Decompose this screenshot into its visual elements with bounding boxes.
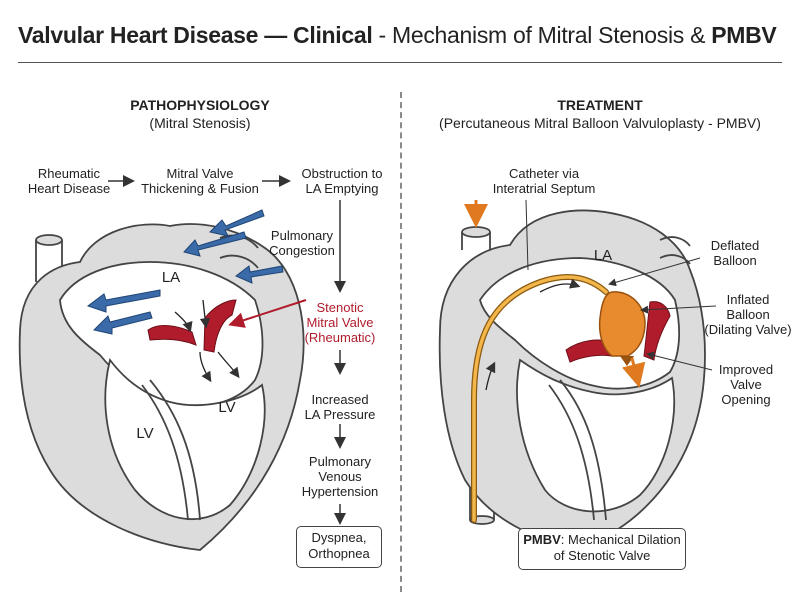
pmbv-summary-text: : Mechanical Dilation of Stenotic Valve: [553, 532, 681, 563]
left-heading: PATHOPHYSIOLOGY (Mitral Stenosis): [80, 96, 320, 132]
catheter-up-arrow: [485, 361, 496, 391]
pulmonary-congestion-label: Pulmonary Congestion: [269, 228, 335, 258]
panel-divider: [400, 92, 402, 592]
la-label-right: LA: [593, 247, 613, 264]
inflated-balloon-leader: [640, 305, 717, 314]
deflated-balloon-leader: [608, 257, 701, 287]
flow-step-rheumatic: Rheumatic Heart Disease: [27, 166, 111, 196]
balloon-tip: [620, 356, 634, 366]
catheter: [472, 275, 608, 522]
right-heading-title: TREATMENT: [557, 97, 643, 113]
left-heading-subtitle: (Mitral Stenosis): [149, 115, 251, 131]
catheter-path-arrow: [539, 278, 581, 293]
pmbv-summary-box: PMBV: Mechanical Dilation of Stenotic Va…: [518, 528, 686, 570]
right-heading-subtitle: (Percutaneous Mitral Balloon Valvuloplas…: [439, 115, 761, 131]
left-heading-title: PATHOPHYSIOLOGY: [130, 97, 270, 113]
pulmonary-congestion-arrows: [86, 209, 284, 335]
pmbv-leaflet-right: [643, 301, 671, 361]
catheter-leader: [525, 199, 529, 271]
pmbv-summary-bold: PMBV: [523, 532, 561, 547]
title-rule: [18, 62, 782, 63]
flow-through-valve-3: [199, 351, 212, 383]
flow-through-valve-1: [174, 311, 193, 333]
flow-through-valve-2: [199, 299, 211, 329]
catheter-label: Catheter via Interatrial Septum: [492, 166, 596, 196]
stenotic-valve-pointer: [228, 299, 307, 328]
lv-label-left: LV: [218, 399, 236, 416]
title-main: Valvular Heart Disease — Clinical: [18, 22, 373, 48]
right-heading: TREATMENT (Percutaneous Mitral Balloon V…: [410, 96, 790, 132]
flow-step-thickening: Mitral Valve Thickening & Fusion: [141, 166, 259, 196]
improved-opening-leader: [646, 351, 713, 371]
deflated-balloon-label: Deflated Balloon: [710, 238, 760, 268]
symptoms-box: Dyspnea, Orthopnea: [296, 526, 382, 568]
stenotic-valve-label: Stenotic Mitral Valve (Rheumatic): [304, 300, 376, 345]
page-title: Valvular Heart Disease — Clinical - Mech…: [18, 22, 782, 54]
flow-step-obstruction: Obstruction to LA Emptying: [301, 166, 383, 196]
improved-opening-label: Improved Valve Opening: [718, 362, 774, 407]
lv-label-left-2: LV: [136, 425, 154, 442]
increased-pressure-label: Increased LA Pressure: [304, 392, 376, 422]
la-label-left: LA: [161, 269, 181, 286]
flow-through-valve-4: [217, 351, 240, 379]
inflated-balloon-label: Inflated Balloon (Dilating Valve): [704, 292, 792, 337]
balloon-direction-arrow: [621, 357, 646, 388]
venous-hypertension-label: Pulmonary Venous Hypertension: [301, 454, 379, 499]
right-heart: [438, 209, 706, 546]
title-sub: - Mechanism of Mitral Stenosis &: [372, 22, 712, 48]
title-emphasis: PMBV: [711, 22, 777, 48]
